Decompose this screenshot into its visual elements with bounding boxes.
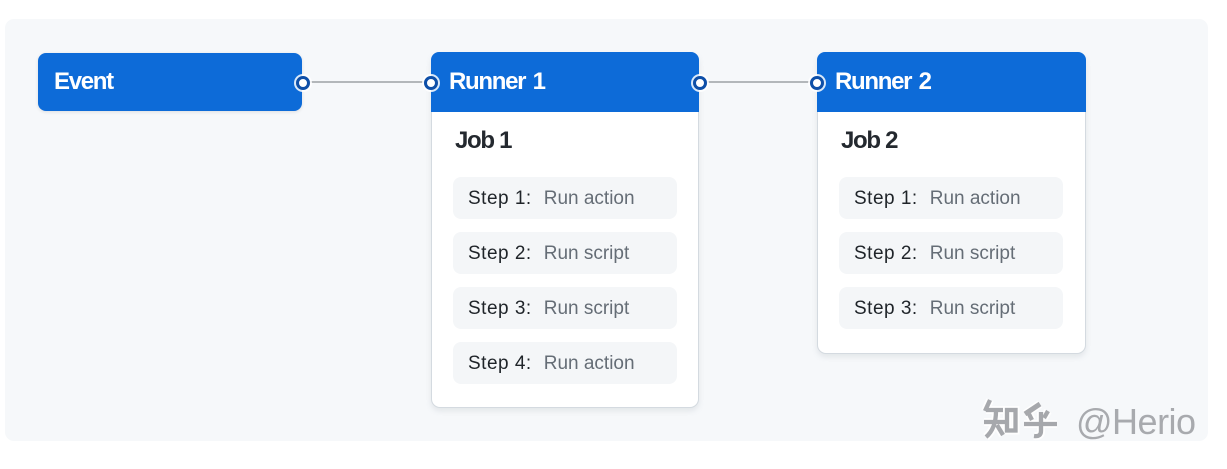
svg-text:@Herio: @Herio	[1076, 401, 1196, 442]
